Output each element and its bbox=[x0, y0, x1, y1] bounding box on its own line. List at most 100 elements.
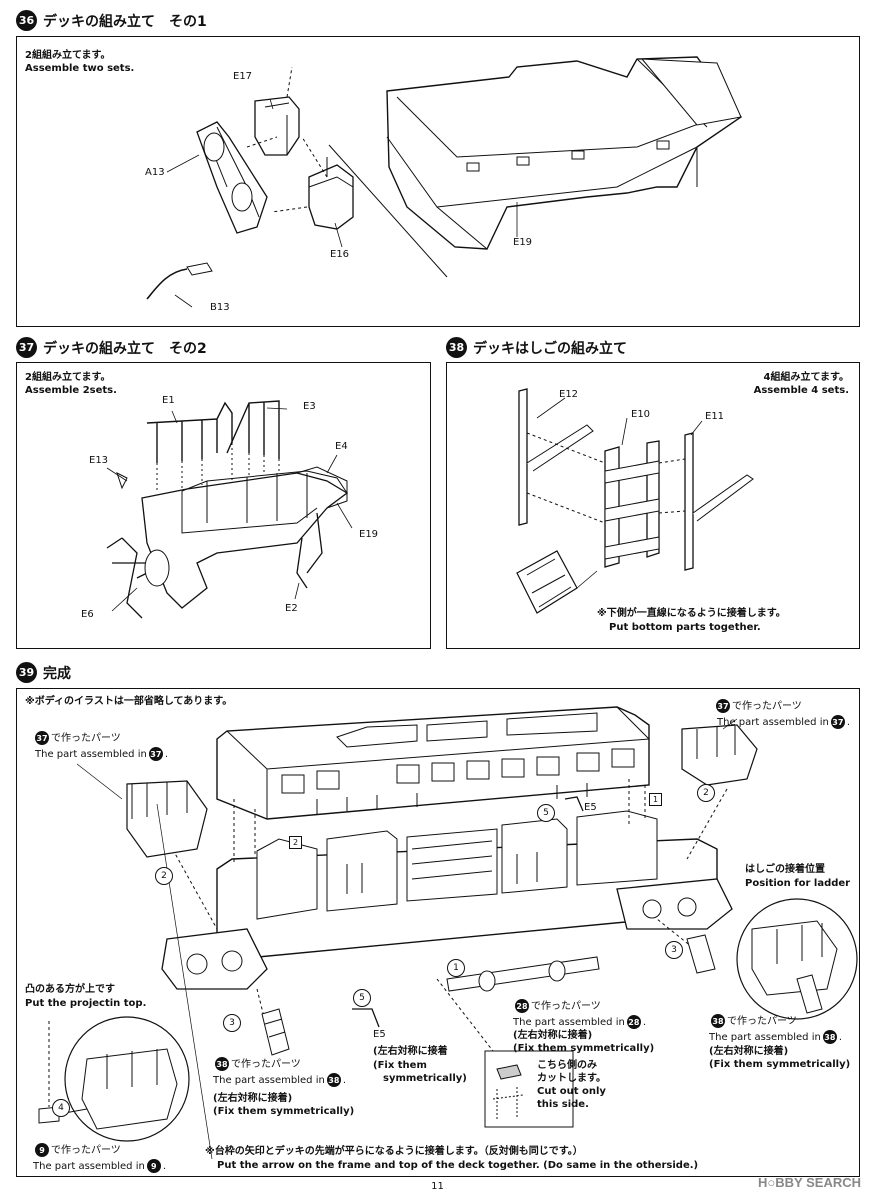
step39-drawing bbox=[38, 706, 858, 1160]
ladder-jp: はしごの接着位置 bbox=[745, 864, 825, 875]
made-in-jp-28: で作ったパーツ bbox=[531, 1001, 601, 1012]
part-e19: E19 bbox=[513, 237, 533, 248]
step38-note-en: Assemble 4 sets. bbox=[753, 385, 849, 396]
step-marker-1: 1 bbox=[447, 959, 465, 977]
part-e6: E6 bbox=[81, 609, 94, 620]
made-in-en-28: The part assembled in bbox=[513, 1017, 625, 1028]
made-in-en-9: The part assembled in bbox=[33, 1161, 145, 1172]
step39-header: 39 完成 bbox=[16, 662, 71, 683]
step36-header: 36 デッキの組み立て その1 bbox=[16, 10, 207, 31]
part-b13: B13 bbox=[210, 302, 230, 313]
part-e4: E4 bbox=[335, 441, 348, 452]
ref-38-left: 38 bbox=[215, 1057, 229, 1071]
page-number: 11 bbox=[431, 1181, 444, 1192]
step38-title: デッキはしごの組み立て bbox=[473, 340, 627, 357]
made-in-jp-9: で作ったパーツ bbox=[51, 1145, 121, 1156]
part-e19b: E19 bbox=[359, 529, 379, 540]
step-marker-5b: 5 bbox=[353, 989, 371, 1007]
part-e3: E3 bbox=[303, 401, 316, 412]
step-marker-2b: 2 bbox=[697, 784, 715, 802]
part-e12: E12 bbox=[559, 389, 579, 400]
step38-caption-en: Put bottom parts together. bbox=[609, 622, 761, 633]
part-e10: E10 bbox=[631, 409, 651, 420]
step37-drawing bbox=[106, 400, 353, 619]
part-e11: E11 bbox=[705, 411, 725, 422]
part-e5b: E5 bbox=[373, 1029, 386, 1040]
step38-number: 38 bbox=[446, 337, 467, 358]
e5-jp: (左右対称に接着 bbox=[373, 1046, 448, 1057]
ref-28: 28 bbox=[515, 999, 529, 1013]
step37-number: 37 bbox=[16, 337, 37, 358]
bottom-note-jp: ※台枠の矢印とデッキの先端が平らになるように接着します。（反対側も同じです。） bbox=[205, 1146, 583, 1157]
proj-en: Put the projectin top. bbox=[25, 998, 147, 1009]
step37-note-en: Assemble 2sets. bbox=[25, 385, 117, 396]
made-in-jp-38l: で作ったパーツ bbox=[231, 1059, 301, 1070]
box-2: 2 bbox=[289, 836, 302, 849]
step-marker-5a: 5 bbox=[537, 804, 555, 822]
ref-9: 9 bbox=[35, 1143, 49, 1157]
part-e13: E13 bbox=[89, 455, 109, 466]
step36-drawing bbox=[146, 56, 742, 308]
step36-panel: 2組組み立てます。 Assemble two sets. E17 A13 E16… bbox=[16, 36, 860, 327]
ref-38-right-en: 38 bbox=[822, 1030, 837, 1044]
made-in-en-38l: The part assembled in bbox=[213, 1075, 325, 1086]
step37-panel: 2組組み立てます。 Assemble 2sets. E1 E3 E13 E4 E… bbox=[16, 362, 431, 649]
body-note: ※ボディのイラストは一部省略してあります。 bbox=[25, 696, 233, 707]
symm-jp-28: (左右対称に接着) bbox=[513, 1030, 593, 1041]
e5-en1: (Fix them bbox=[373, 1060, 427, 1071]
step36-note-jp: 2組組み立てます。 bbox=[25, 50, 111, 61]
made-in-en-37r: The part assembled in bbox=[717, 717, 829, 728]
ref-9-en: 9 bbox=[146, 1159, 161, 1173]
ref-37-right-en: 37 bbox=[830, 715, 845, 729]
proj-jp: 凸のある方が上です bbox=[25, 984, 115, 995]
step38-drawing bbox=[516, 388, 754, 614]
step39-panel: ※ボディのイラストは一部省略してあります。 bbox=[16, 688, 860, 1177]
made-in-en-37l: The part assembled in bbox=[35, 749, 147, 760]
step38-caption-jp: ※下側が一直線になるように接着します。 bbox=[597, 608, 786, 619]
step36-title: デッキの組み立て その1 bbox=[43, 13, 207, 30]
step-marker-3b: 3 bbox=[665, 941, 683, 959]
cut-en1: Cut out only bbox=[537, 1086, 606, 1097]
made-in-jp-37r: で作ったパーツ bbox=[732, 701, 802, 712]
cut-jp1: こちら側のみ bbox=[537, 1060, 597, 1071]
step38-panel: 4組組み立てます。 Assemble 4 sets. E12 E10 E11 ※… bbox=[446, 362, 860, 649]
ref-28-en: 28 bbox=[626, 1015, 641, 1029]
ref-38-right: 38 bbox=[711, 1014, 725, 1028]
ref-38-left-en: 38 bbox=[326, 1073, 341, 1087]
made-in-jp-38r: で作ったパーツ bbox=[727, 1016, 797, 1027]
cut-en2: this side. bbox=[537, 1099, 589, 1110]
step39-number: 39 bbox=[16, 662, 37, 683]
symm-en-38r: (Fix them symmetrically) bbox=[709, 1059, 851, 1070]
step38-header: 38 デッキはしごの組み立て bbox=[446, 337, 627, 358]
bottom-note-en: Put the arrow on the frame and top of th… bbox=[217, 1160, 699, 1171]
ref-37-left-en: 37 bbox=[148, 747, 163, 761]
part-a13: A13 bbox=[145, 167, 165, 178]
step-marker-4: 4 bbox=[52, 1099, 70, 1117]
symm-en-28: (Fix them symmetrically) bbox=[513, 1043, 655, 1054]
step-marker-3a: 3 bbox=[223, 1014, 241, 1032]
step36-note-en: Assemble two sets. bbox=[25, 63, 135, 74]
part-e5a: E5 bbox=[584, 802, 597, 813]
ref-37-right: 37 bbox=[716, 699, 730, 713]
cut-jp2: カットします。 bbox=[537, 1073, 606, 1084]
part-e1: E1 bbox=[162, 395, 175, 406]
step37-title: デッキの組み立て その2 bbox=[43, 340, 207, 357]
made-in-en-38r: The part assembled in bbox=[709, 1032, 821, 1043]
part-e16: E16 bbox=[330, 249, 350, 260]
symm-en-38l: (Fix them symmetrically) bbox=[213, 1106, 355, 1117]
e5-en2: symmetrically) bbox=[383, 1073, 467, 1084]
ladder-en: Position for ladder bbox=[745, 878, 851, 889]
ref-37-left: 37 bbox=[35, 731, 49, 745]
